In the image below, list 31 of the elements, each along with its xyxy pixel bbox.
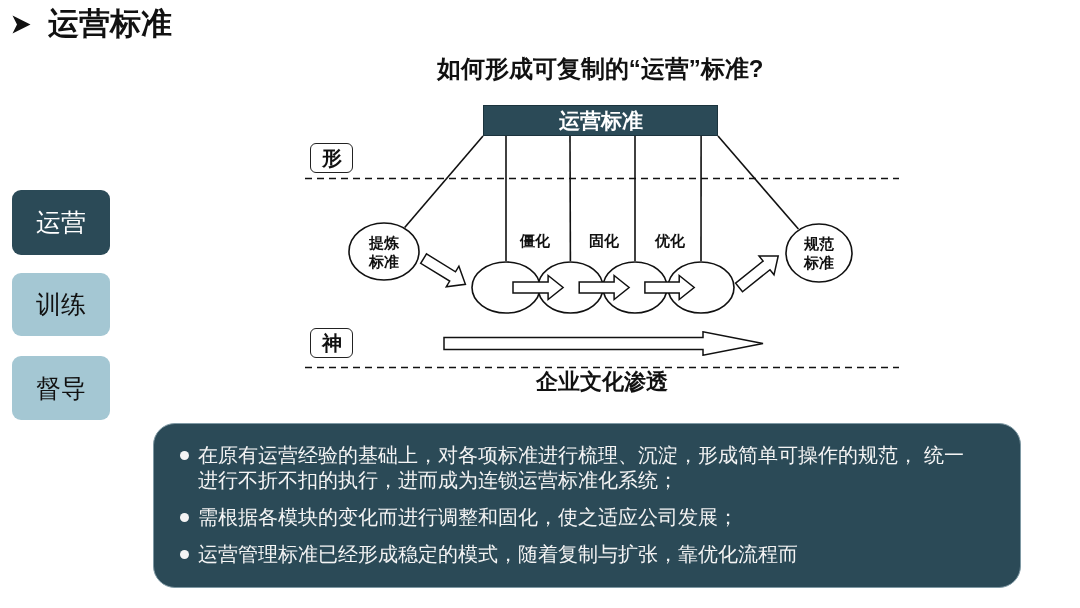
nav-tab: 训练 (12, 273, 110, 336)
connector-line (569, 135, 572, 262)
block-arrow (419, 252, 467, 288)
active-tab: 运营 (12, 190, 110, 255)
diagram-subtitle: 如何形成可复制的“运营”标准? (436, 54, 764, 84)
header-bar: 运营标准 (483, 105, 718, 136)
connector-line (403, 135, 484, 229)
section-tag: 形 (310, 143, 353, 173)
connector-line (700, 135, 702, 262)
block-arrow (578, 273, 631, 302)
band-label: 企业文化渗透 (536, 368, 668, 396)
bullet-text: 在原有运营经验的基础上，对各项标准进行梳理、沉淀，形成简单可操作的规范， 统一进行不折不扣的执行，进而成为连锁运营标准化系统； (198, 443, 965, 493)
stage-circle: 规范标准 (785, 223, 853, 283)
connector-line (717, 135, 800, 230)
nav-tab: 督导 (12, 356, 110, 420)
stage-label: 固化 (589, 232, 619, 250)
bullet-text: 运营管理标准已经形成稳定的模式，随着复制与扩张，靠优化流程而 (198, 542, 799, 567)
section-tag: 神 (310, 328, 353, 358)
text-panel (153, 423, 1021, 588)
block-arrow (512, 273, 565, 302)
stage-ellipse (667, 261, 735, 314)
stage-label: 优化 (655, 232, 685, 250)
slide-title: 运营标准 (48, 5, 172, 43)
block-arrow (734, 255, 780, 293)
block-arrow (644, 273, 696, 302)
stage-circle: 提炼标准 (348, 222, 420, 281)
stage-ellipse (471, 261, 541, 314)
connector-line (505, 135, 507, 262)
bullet-text: 需根据各模块的变化而进行调整和固化，使之适应公司发展； (198, 505, 739, 530)
connector-line (634, 135, 636, 262)
stage-label: 僵化 (520, 232, 550, 250)
